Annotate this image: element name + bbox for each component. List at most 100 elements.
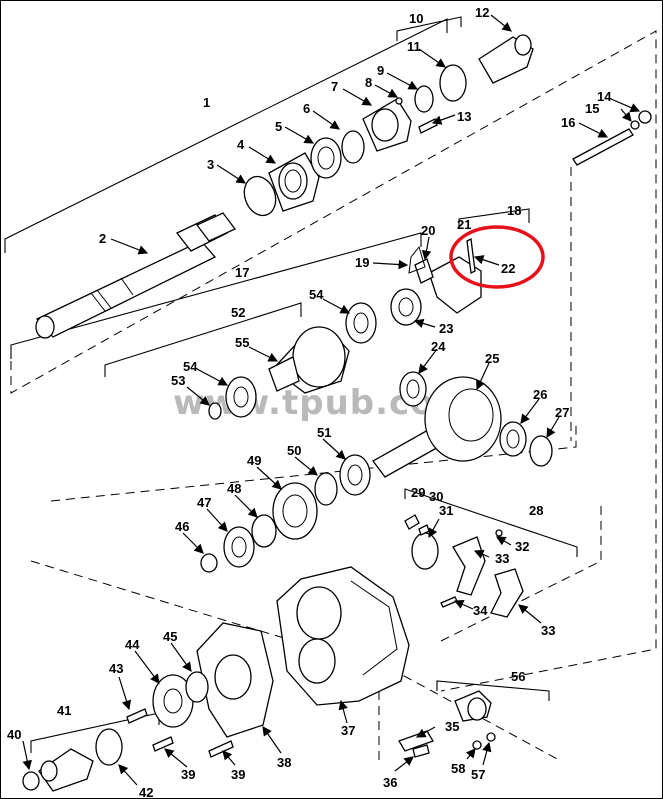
callout-13: 13	[457, 109, 471, 124]
callout-2: 2	[99, 231, 106, 246]
bracket-56	[436, 680, 550, 701]
callout-38: 38	[277, 755, 291, 770]
o-ring-3	[243, 175, 277, 217]
callout-29: 29	[411, 485, 425, 500]
callout-56: 56	[511, 669, 525, 684]
retainer-4	[268, 152, 320, 212]
bearing-51	[339, 454, 371, 496]
bearing-26	[499, 421, 527, 457]
shift-fork-18	[408, 238, 482, 314]
callout-33a: 33	[495, 551, 509, 566]
callout-46: 46	[175, 519, 189, 534]
callout-20: 20	[421, 223, 435, 238]
callout-7: 7	[331, 79, 338, 94]
callout-24: 24	[431, 339, 446, 354]
callout-50: 50	[287, 443, 301, 458]
bearing-47	[223, 526, 255, 568]
pin-32	[495, 529, 503, 537]
nut-14	[638, 110, 652, 124]
callout-6: 6	[303, 101, 310, 116]
callout-35: 35	[445, 719, 459, 734]
pin-34	[440, 596, 458, 608]
yoke-12	[478, 34, 534, 84]
callout-39a: 39	[181, 767, 195, 782]
sensor-56	[454, 690, 492, 722]
callout-45: 45	[163, 629, 177, 644]
bracket-18	[458, 208, 530, 229]
housing-7	[362, 98, 412, 152]
bracket-28	[404, 488, 578, 557]
bolt-39-right	[208, 740, 234, 758]
callout-5: 5	[275, 119, 282, 134]
bolt-36	[412, 744, 430, 758]
ring-6	[341, 130, 365, 164]
callout-32: 32	[515, 539, 529, 554]
bolt-39-left	[152, 736, 174, 752]
alignment-line-right	[440, 501, 602, 642]
gear-49	[272, 482, 318, 540]
shift-rail-33-upper	[452, 536, 486, 596]
callout-9: 9	[377, 63, 384, 78]
bracket-1	[4, 18, 448, 253]
callout-3: 3	[207, 157, 214, 172]
callout-48: 48	[227, 481, 241, 496]
callout-4: 4	[237, 137, 245, 152]
bearing-24	[399, 371, 427, 407]
bracket-52	[104, 302, 302, 377]
callout-52: 52	[231, 305, 245, 320]
callout-labels: 1 2 3 4 5 6 7 8 9 10 11 12 13 14 15 16 1…	[7, 5, 612, 798]
callout-34: 34	[473, 603, 488, 618]
callout-47: 47	[197, 495, 211, 510]
bracket-17	[10, 232, 422, 359]
callout-28: 28	[529, 503, 543, 518]
callout-37: 37	[341, 723, 355, 738]
alignment-line-middle	[50, 421, 577, 502]
callout-26: 26	[533, 387, 547, 402]
bearing-5	[310, 137, 342, 179]
ring-50	[314, 472, 338, 506]
callout-8: 8	[365, 75, 372, 90]
washer-53	[208, 402, 222, 420]
rear-case-38	[196, 622, 274, 738]
yoke-41	[38, 748, 94, 792]
sprocket-shaft-25	[372, 376, 502, 478]
callout-55: 55	[235, 335, 249, 350]
callout-30: 30	[429, 489, 443, 504]
shaft-16	[572, 128, 634, 166]
callout-16: 16	[561, 115, 575, 130]
callout-44: 44	[125, 637, 140, 652]
callout-1: 1	[203, 95, 210, 110]
bolt-43	[126, 708, 148, 724]
callout-17: 17	[235, 265, 249, 280]
callout-54b: 54	[309, 287, 324, 302]
seal-9	[414, 85, 434, 113]
callout-53: 53	[171, 373, 185, 388]
callout-31: 31	[439, 503, 453, 518]
snap-ring-27	[529, 435, 553, 467]
input-shaft-2	[35, 212, 237, 339]
callout-27: 27	[555, 405, 569, 420]
callout-25: 25	[485, 351, 499, 366]
sleeve-23	[390, 288, 422, 326]
callout-40: 40	[7, 727, 21, 742]
callout-36: 36	[383, 775, 397, 790]
callout-18: 18	[507, 203, 521, 218]
leader-lines	[22, 14, 641, 786]
callout-58: 58	[451, 761, 465, 776]
highlight-circle-22	[449, 225, 545, 289]
callout-14: 14	[597, 89, 612, 104]
washer-57	[486, 732, 496, 742]
bearing-54-lower	[225, 376, 257, 418]
gasket-45	[185, 671, 209, 703]
clip-29	[404, 514, 420, 530]
seal-42	[95, 728, 123, 766]
shift-rail-33-lower	[490, 568, 524, 618]
callout-11: 11	[407, 39, 421, 54]
callout-12: 12	[475, 5, 489, 20]
callout-19: 19	[355, 255, 369, 270]
bolt-13	[418, 118, 438, 134]
callout-23: 23	[439, 321, 453, 336]
callout-15: 15	[585, 101, 599, 116]
